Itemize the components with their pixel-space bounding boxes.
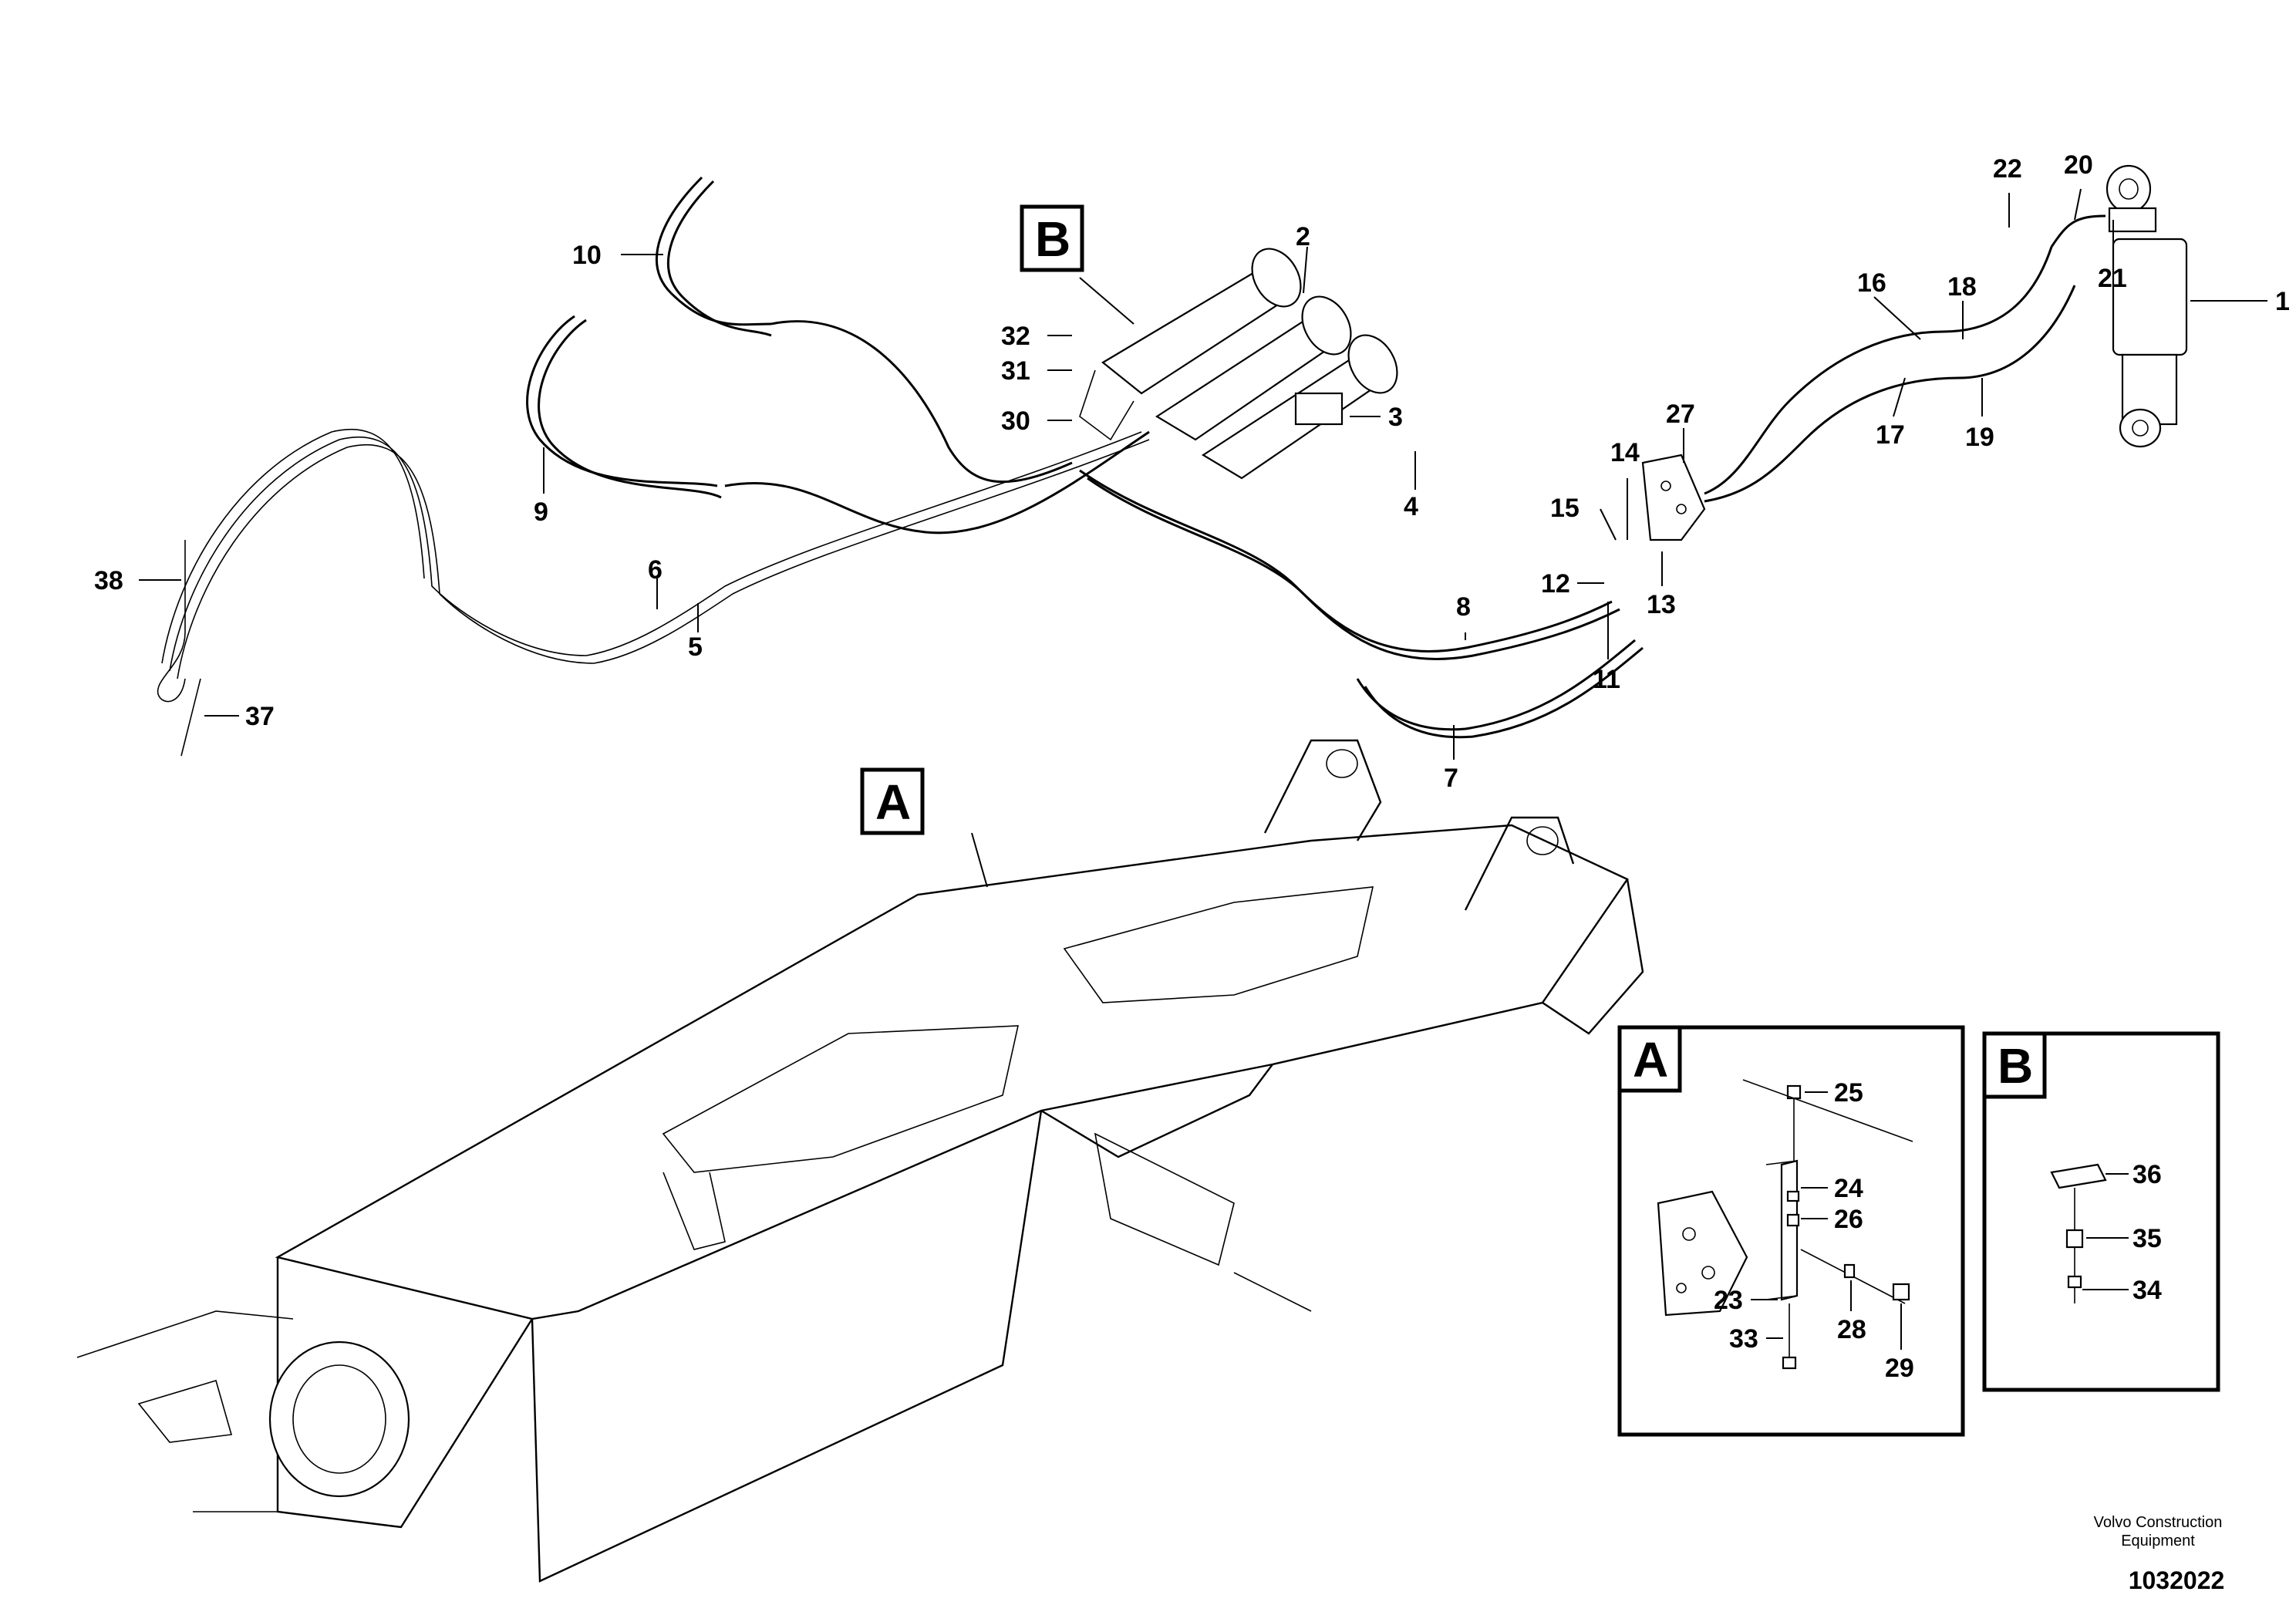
callout-6: 6	[648, 555, 663, 585]
callout-22: 22	[1993, 154, 2022, 184]
brand-line-1: Volvo Construction	[2094, 1514, 2223, 1531]
callout-37: 37	[245, 702, 275, 731]
callout-19: 19	[1965, 423, 1994, 452]
suspension-cylinder	[2106, 164, 2188, 448]
detail-b-panel: B 36 35 34	[1982, 1031, 2220, 1392]
view-label-a: A	[860, 767, 925, 835]
callout-25: 25	[1834, 1078, 1863, 1108]
callout-29: 29	[1885, 1354, 1914, 1383]
callout-17: 17	[1876, 420, 1905, 450]
callout-15: 15	[1550, 494, 1580, 523]
callout-18: 18	[1947, 272, 1977, 302]
callout-35: 35	[2132, 1224, 2162, 1253]
hoses-and-pipes	[157, 176, 2106, 757]
brand-line-2: Equipment	[2121, 1533, 2195, 1549]
callout-26: 26	[1834, 1205, 1863, 1234]
callout-30: 30	[1001, 406, 1030, 436]
callout-9: 9	[534, 497, 548, 527]
callout-31: 31	[1001, 356, 1030, 386]
callout-23: 23	[1714, 1286, 1743, 1315]
callout-5: 5	[688, 632, 703, 662]
svg-text:B: B	[1035, 211, 1070, 267]
view-label-b: B	[1020, 204, 1084, 272]
detail-a-letter: A	[1633, 1032, 1668, 1088]
callouts: 1 2 3 4 5 6 7 8 9 10 11 12 13 14 15 16 1…	[94, 150, 2290, 793]
callout-21: 21	[2098, 264, 2127, 293]
callout-38: 38	[94, 566, 123, 595]
leader-lines	[139, 188, 2267, 888]
svg-text:A: A	[875, 774, 911, 830]
footer: Volvo Construction Equipment 1032022	[2094, 1514, 2225, 1594]
detail-a-panel: A 25 24 26 23 33	[1617, 1025, 1965, 1437]
callout-7: 7	[1444, 764, 1458, 793]
callout-8: 8	[1456, 592, 1471, 622]
callout-36: 36	[2132, 1160, 2162, 1189]
callout-2: 2	[1296, 222, 1310, 251]
callout-32: 32	[1001, 322, 1030, 351]
callout-24: 24	[1834, 1174, 1863, 1203]
callout-16: 16	[1857, 268, 1886, 298]
callout-20: 20	[2064, 150, 2093, 180]
callout-33: 33	[1729, 1324, 1758, 1354]
valve-block	[1641, 454, 1706, 541]
callout-27: 27	[1666, 400, 1695, 429]
chassis-frame	[76, 739, 1644, 1583]
callout-14: 14	[1610, 438, 1640, 467]
callout-13: 13	[1647, 590, 1676, 619]
accumulator-group	[1079, 248, 1398, 480]
document-number: 1032022	[2129, 1566, 2225, 1594]
callout-10: 10	[572, 241, 602, 270]
callout-3: 3	[1388, 403, 1403, 432]
callout-28: 28	[1837, 1315, 1866, 1344]
callout-1: 1	[2275, 287, 2290, 316]
detail-b-letter: B	[1998, 1038, 2033, 1094]
callout-12: 12	[1541, 569, 1570, 599]
callout-11: 11	[1593, 665, 1620, 694]
callout-4: 4	[1404, 492, 1418, 521]
callout-34: 34	[2132, 1276, 2162, 1305]
